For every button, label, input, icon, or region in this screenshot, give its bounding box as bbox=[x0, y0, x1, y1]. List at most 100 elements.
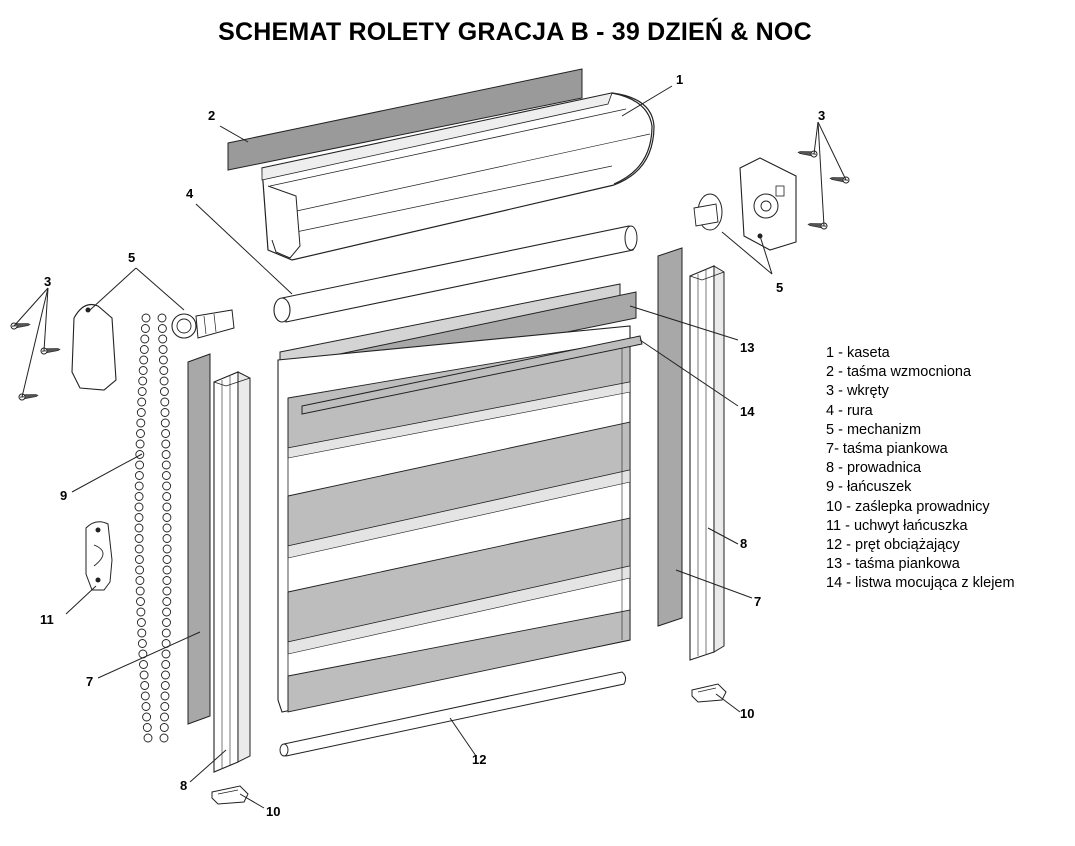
parts-legend: 1 - kaseta 2 - taśma wzmocniona 3 - wkrę… bbox=[826, 344, 1015, 594]
legend-item: 11 - uchwyt łańcuszka bbox=[826, 517, 968, 534]
chain-bead bbox=[134, 513, 144, 522]
chain-bead bbox=[160, 397, 170, 407]
chain-bead bbox=[159, 733, 169, 743]
chain-bead bbox=[135, 586, 145, 596]
chain-bead bbox=[140, 334, 150, 344]
mounting-strip bbox=[301, 335, 643, 415]
chain-bead bbox=[140, 324, 150, 333]
chain-bead bbox=[137, 397, 147, 407]
callout-14: 14 bbox=[740, 404, 755, 419]
chain-bead bbox=[162, 607, 172, 617]
chain-bead bbox=[134, 492, 144, 501]
chain-bead bbox=[139, 660, 148, 669]
legend-item: 13 - taśma piankowa bbox=[826, 556, 960, 573]
leader-lines bbox=[13, 85, 847, 809]
chain-bead bbox=[161, 429, 171, 438]
chain-bead bbox=[139, 355, 149, 365]
chain-holder bbox=[85, 521, 113, 591]
chain-bead bbox=[159, 366, 169, 375]
chain-bead bbox=[137, 639, 147, 648]
chain-bead bbox=[135, 439, 145, 449]
chain-bead bbox=[160, 408, 170, 417]
callout-5-left: 5 bbox=[128, 250, 135, 265]
callout-8-right: 8 bbox=[740, 536, 747, 551]
chain-bead bbox=[136, 429, 145, 438]
chain-bead bbox=[136, 597, 145, 606]
chain bbox=[134, 313, 172, 743]
chain-bead bbox=[162, 523, 172, 533]
chain-bead bbox=[157, 324, 167, 333]
chain-bead bbox=[140, 681, 150, 690]
chain-bead bbox=[136, 408, 146, 417]
chain-bead bbox=[134, 502, 144, 512]
chain-bead bbox=[162, 502, 172, 512]
legend-item: 2 - taśma wzmocniona bbox=[826, 364, 972, 381]
legend-item: 3 - wkręty bbox=[826, 383, 889, 400]
chain-bead bbox=[157, 313, 167, 323]
chain-bead bbox=[135, 460, 145, 470]
callout-9: 9 bbox=[60, 488, 67, 503]
chain-bead bbox=[159, 387, 169, 396]
callout-7-left: 7 bbox=[86, 674, 93, 689]
screws-left bbox=[10, 320, 61, 401]
legend-item: 1 - kaseta bbox=[826, 345, 890, 361]
callout-3-right: 3 bbox=[818, 108, 825, 123]
callout-4: 4 bbox=[186, 186, 194, 201]
chain-bead bbox=[161, 660, 171, 669]
legend-item: 4 - rura bbox=[826, 402, 873, 419]
callout-13: 13 bbox=[740, 340, 754, 355]
chain-bead bbox=[159, 723, 169, 732]
chain-bead bbox=[160, 418, 170, 428]
chain-bead bbox=[134, 481, 144, 491]
chain-bead bbox=[162, 544, 172, 554]
chain-bead bbox=[141, 702, 151, 711]
chain-bead bbox=[162, 618, 171, 627]
callout-2: 2 bbox=[208, 108, 215, 123]
callout-7-right: 7 bbox=[754, 594, 761, 609]
chain-bead bbox=[139, 345, 149, 354]
chain-bead bbox=[139, 670, 149, 680]
chain-bead bbox=[162, 481, 172, 491]
blind-fabric bbox=[277, 325, 631, 713]
chain-bead bbox=[161, 439, 171, 449]
chain-bead bbox=[134, 544, 144, 554]
callout-10-left: 10 bbox=[266, 804, 280, 819]
chain-bead bbox=[137, 387, 147, 396]
chain-bead bbox=[143, 733, 153, 743]
chain-bead bbox=[158, 334, 168, 344]
chain-bead bbox=[158, 355, 168, 365]
guide-rail-right bbox=[689, 265, 725, 661]
guide-rail-left bbox=[213, 371, 251, 773]
foam-tape-right bbox=[657, 247, 683, 627]
chain-bead bbox=[162, 492, 172, 501]
chain-bead bbox=[134, 555, 144, 564]
chain-bead bbox=[137, 628, 147, 638]
guide-end-cap-right bbox=[691, 683, 727, 703]
chain-bead bbox=[160, 681, 170, 690]
legend-item: 10 - zaślepka prowadnicy bbox=[826, 498, 990, 515]
chain-bead bbox=[141, 313, 151, 323]
chain-bead bbox=[134, 534, 144, 543]
foam-tape-left bbox=[187, 353, 211, 725]
mechanism-right bbox=[693, 157, 797, 251]
chain-bead bbox=[162, 555, 172, 564]
diagram-title: SCHEMAT ROLETY GRACJA B - 39 DZIEŃ & NOC bbox=[218, 18, 812, 46]
chain-bead bbox=[136, 607, 146, 617]
guide-end-cap-left bbox=[211, 785, 249, 805]
chain-bead bbox=[135, 576, 145, 585]
chain-bead bbox=[159, 376, 169, 386]
chain-bead bbox=[161, 628, 171, 638]
chain-bead bbox=[161, 460, 171, 470]
callout-1: 1 bbox=[676, 72, 683, 87]
chain-bead bbox=[161, 670, 170, 680]
callout-10-right: 10 bbox=[740, 706, 754, 721]
chain-bead bbox=[140, 691, 150, 701]
reinforced-tape bbox=[227, 68, 583, 171]
chain-bead bbox=[142, 712, 152, 722]
chain-bead bbox=[162, 586, 172, 596]
callout-12: 12 bbox=[472, 752, 486, 767]
legend-item: 12 - pręt obciążający bbox=[826, 537, 960, 554]
chain-bead bbox=[160, 712, 169, 722]
chain-bead bbox=[138, 376, 148, 386]
